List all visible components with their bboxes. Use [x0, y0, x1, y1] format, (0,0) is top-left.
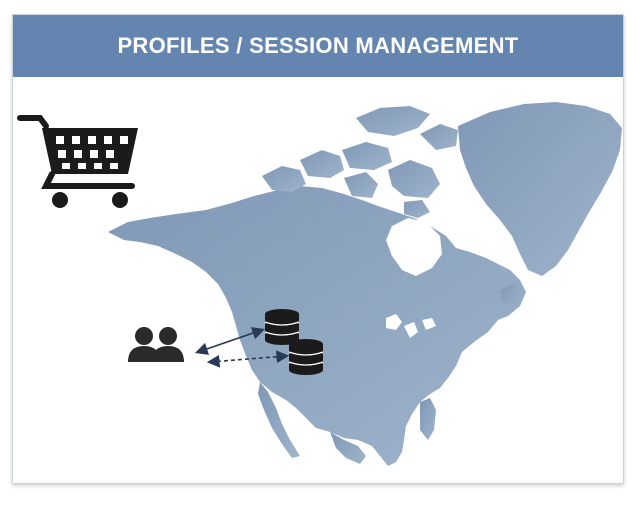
dashed-link-arrow: [206, 350, 290, 368]
greenland-shape: [458, 102, 622, 276]
panel-title: PROFILES / SESSION MANAGEMENT: [117, 33, 519, 58]
database-central-icon: [288, 339, 324, 375]
user-group-icon: [128, 327, 184, 362]
shopping-cart-icon: [17, 115, 138, 208]
solid-link-arrow: [194, 327, 266, 355]
panel-header: PROFILES / SESSION MANAGEMENT: [13, 15, 623, 77]
